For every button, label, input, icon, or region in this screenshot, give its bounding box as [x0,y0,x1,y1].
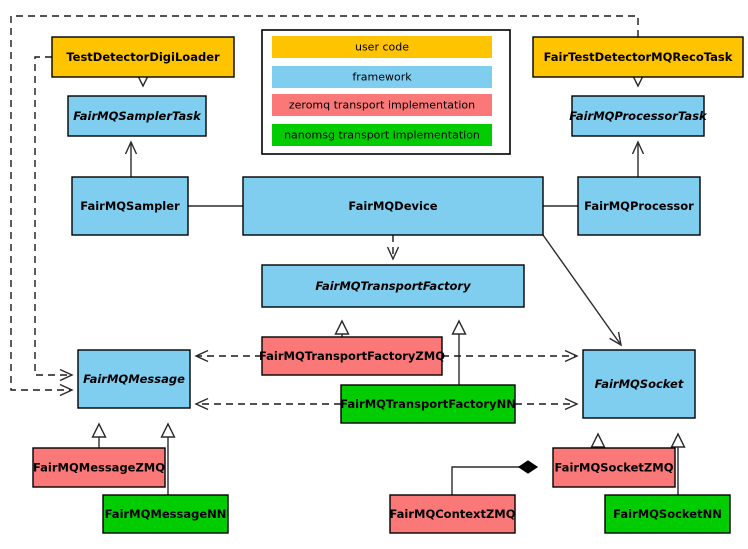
edge-fairmqdevice-to-fairmqsocket [542,234,622,347]
class-node-label: FairMQTransportFactoryZMQ [259,349,445,363]
legend-label: zeromq transport implementation [289,99,475,112]
class-node-fairmqsampler[interactable]: FairMQSampler [71,176,189,236]
edge-fairmqsocketnn-to-fairmqsocket [670,432,686,495]
class-node-label: FairTestDetectorMQRecoTask [544,50,733,64]
class-node-fairmqtransportfactorynn[interactable]: FairMQTransportFactoryNN [340,384,516,424]
edge-fairmqprocessor-to-fairmqprocessortask [631,140,645,177]
legend-label: nanomsg transport implementation [284,129,480,142]
edge-fairmqtransportfactorynn-to-fairmqsocket [515,397,579,411]
class-node-fairmqmessage[interactable]: FairMQMessage [77,349,191,409]
edge-fairmqtransportfactorynn-to-fairmqtransportfactory [451,319,467,385]
class-node-fairmqtransportfactory[interactable]: FairMQTransportFactory [261,264,525,308]
class-node-fairmqsocketnn[interactable]: FairMQSocketNN [604,494,731,534]
legend-layer: user code framework zeromq transport imple… [261,29,511,155]
legend-swatch [272,36,492,58]
legend-swatch [272,94,492,116]
legend-swatch [272,66,492,88]
edge-fairmqtransportfactoryzmq-to-fairmqsocket [442,349,579,363]
class-node-label: FairMQSocketZMQ [555,461,674,475]
legend-label: user code [355,41,409,54]
edge-fairmqsocketzmq-to-fairmqsocket [590,432,606,448]
legend-entry-user: user code [272,36,492,58]
class-node-fairmqsamplertask[interactable]: FairMQSamplerTask [67,95,207,137]
class-node-label: FairMQSampler [80,199,180,213]
class-node-fairmqmessagezmq[interactable]: FairMQMessageZMQ [32,447,166,488]
edge-fairmqtransportfactoryzmq-to-fairmqmessage [194,349,262,363]
class-node-label: FairMQProcessorTask [569,109,708,123]
class-node-label: FairMQDevice [348,199,437,213]
class-node-label: FairMQTransportFactoryNN [340,397,516,411]
legend: user code framework zeromq transport imple… [261,29,511,155]
class-node-label: FairMQMessageZMQ [33,461,165,475]
class-node-fairtestdetectormqrecotask[interactable]: FairTestDetectorMQRecoTask [532,36,744,78]
class-node-label: FairMQMessageNN [105,507,227,521]
edge-fairmqtransportfactoryzmq-to-fairmqtransportfactory [334,319,350,337]
class-node-label: FairMQSamplerTask [73,109,202,123]
class-node-label: FairMQSocket [595,377,684,391]
class-node-fairmqmessagenn[interactable]: FairMQMessageNN [102,494,229,534]
class-node-fairmqtransportfactoryzmq[interactable]: FairMQTransportFactoryZMQ [259,336,445,376]
legend-entry-framework: framework [272,66,492,88]
edge-fairmqtransportfactorynn-to-fairmqmessage [194,397,341,411]
class-node-label: FairMQSocketNN [613,507,722,521]
class-node-fairmqprocessor[interactable]: FairMQProcessor [577,176,701,236]
class-node-fairmqdevice[interactable]: FairMQDevice [242,176,544,236]
class-node-fairmqsocket[interactable]: FairMQSocket [582,349,696,419]
class-node-fairmqprocessortask[interactable]: FairMQProcessorTask [569,95,708,137]
class-node-label: FairMQTransportFactory [315,279,471,293]
nodes-layer: TestDetectorDigiLoaderFairMQSamplerTaskF… [32,36,744,534]
edge-fairmqsampler-to-fairmqsamplertask [124,140,138,177]
legend-entry-nanomsg: nanomsg transport implementation [272,124,492,146]
class-node-label: FairMQMessage [83,372,185,386]
legend-label: framework [352,71,412,84]
edge-fairmqmessagenn-to-fairmqmessage [160,422,176,495]
class-node-fairmqsocketzmq[interactable]: FairMQSocketZMQ [552,447,676,488]
class-node-label: FairMQContextZMQ [389,507,515,521]
edge-fairmqcontextzmq-to-fairmqsocketzmq [451,460,539,495]
edge-fairmqmessagezmq-to-fairmqmessage [91,422,107,448]
class-node-label: FairMQProcessor [584,199,694,213]
legend-entry-zeromq: zeromq transport implementation [272,94,492,116]
class-node-label: TestDetectorDigiLoader [66,50,220,64]
class-node-testdetectordigiloader[interactable]: TestDetectorDigiLoader [51,36,235,78]
edge-testdetectordigiloader-to-fairmqmessage [34,56,74,382]
legend-swatch [272,124,492,146]
edge-fairtestdetectormqrecotask-to-fairmqmessage [10,15,639,397]
class-node-fairmqcontextzmq[interactable]: FairMQContextZMQ [389,494,516,534]
edge-fairmqdevice-to-fairmqtransportfactory [386,235,400,261]
